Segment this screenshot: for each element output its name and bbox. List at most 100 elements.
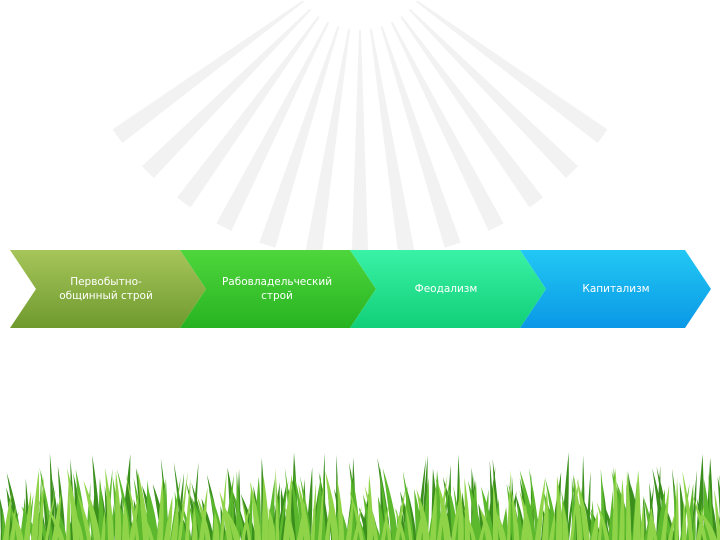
sun-ray: [369, 28, 416, 258]
grass-blade: [45, 489, 56, 540]
grass-blade: [416, 488, 430, 540]
grass-blade: [519, 490, 533, 540]
grass-blade: [133, 477, 145, 540]
grass-blade: [590, 500, 594, 540]
grass-blade: [125, 473, 140, 540]
grass-blade: [275, 467, 280, 540]
grass-blade: [101, 509, 106, 540]
grass-blade: [511, 490, 520, 540]
grass-blade: [692, 494, 707, 540]
step-label-primitive-communal: Первобытно- общинный строй: [59, 276, 153, 302]
grass-blade: [178, 470, 189, 540]
grass-blade: [284, 505, 296, 540]
grass-blade: [248, 483, 253, 540]
grass-blade: [291, 476, 302, 540]
grass-blade: [492, 506, 507, 540]
grass-blade: [668, 510, 676, 540]
sun-ray: [416, 0, 608, 144]
grass-blade: [299, 476, 312, 540]
grass-blade: [73, 508, 84, 540]
grass-blade: [38, 475, 44, 540]
grass-blade: [682, 500, 687, 540]
grass-blade: [507, 470, 511, 540]
grass-blade: [57, 465, 66, 540]
grass-blade: [528, 468, 540, 540]
grass-blade: [0, 532, 1, 540]
sun-ray: [216, 21, 330, 232]
grass-blade: [76, 489, 92, 540]
grass-blade: [115, 471, 122, 540]
grass-blade: [633, 469, 641, 540]
grass-blade: [545, 477, 559, 540]
grass-blade: [692, 510, 696, 540]
grass-blade: [364, 485, 379, 540]
grass-blade: [236, 471, 241, 540]
sun-ray: [304, 28, 351, 258]
grass-blade: [224, 507, 241, 540]
sun-ray: [259, 26, 340, 248]
grass-blade: [157, 477, 164, 540]
grass-blade: [608, 490, 614, 540]
grass-blade: [576, 478, 590, 540]
grass-blade: [98, 477, 105, 540]
grass-blade: [479, 509, 488, 540]
grass-blade: [147, 486, 159, 540]
grass-blade: [682, 470, 694, 540]
grass-blade: [3, 492, 12, 540]
step-label-feudalism: Феодализм: [414, 283, 478, 295]
grass-blade: [519, 470, 537, 540]
grass-blade: [481, 486, 495, 540]
sun-ray: [351, 29, 369, 260]
grass-blade: [318, 477, 325, 540]
grass-blade: [52, 491, 62, 540]
grass-blade: [213, 511, 220, 540]
grass-blade: [336, 477, 345, 540]
grass-blade: [66, 477, 71, 540]
grass-blade: [395, 488, 406, 540]
grass-blade: [699, 510, 717, 540]
grass-blade: [556, 476, 563, 540]
grass-blade: [349, 490, 364, 540]
chevron-step-1: [10, 250, 206, 328]
grass-blade: [717, 476, 720, 519]
grass-blade: [404, 503, 413, 540]
grass-blade: [67, 468, 80, 540]
grass-blade: [381, 503, 389, 540]
grass-blade: [591, 511, 599, 540]
sun-ray: [390, 21, 504, 232]
sun-ray: [142, 8, 312, 178]
grass-blade: [402, 470, 414, 540]
grass-blade: [241, 498, 252, 540]
grass-blade: [196, 495, 211, 540]
grass-blade: [640, 503, 645, 540]
grass-blade: [278, 480, 289, 540]
grass-blade: [10, 505, 16, 540]
step-label-capitalism: Капитализм: [582, 283, 650, 295]
grass-blade: [562, 500, 569, 540]
grass-blade: [649, 507, 658, 540]
grass-blade: [240, 493, 257, 540]
grass-blade: [48, 508, 65, 540]
sun-ray: [408, 8, 578, 178]
grass-blade: [346, 495, 354, 540]
sun-ray: [176, 16, 320, 208]
grass-blade: [394, 507, 406, 540]
grass-blade: [479, 507, 493, 540]
step-label-slave-owning: Рабовладельческий строй: [221, 276, 333, 302]
grass-blade: [219, 491, 233, 540]
grass-blade: [298, 483, 311, 540]
grass-blade: [708, 472, 714, 540]
grass-blade: [451, 490, 461, 540]
grass-blade: [430, 485, 437, 540]
grass-blade: [232, 490, 246, 540]
grass-blade: [250, 481, 262, 540]
chevron-step-4: [520, 250, 711, 328]
grass-blade: [467, 480, 483, 540]
grass-blade: [171, 500, 179, 540]
grass-blade: [384, 511, 392, 540]
grass-blade: [675, 477, 679, 540]
grass-blade: [11, 511, 24, 540]
